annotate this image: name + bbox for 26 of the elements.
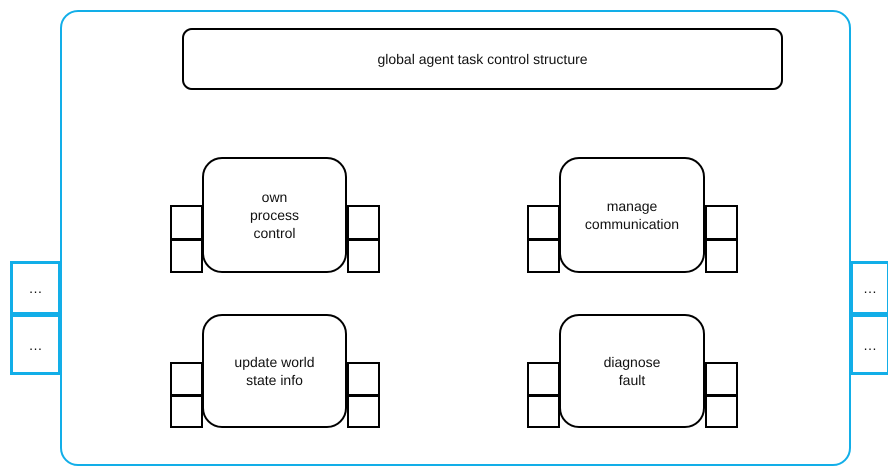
interface-box: [347, 205, 380, 240]
interface-box: [170, 205, 203, 240]
interface-box: …: [10, 261, 61, 315]
interface-box: [170, 362, 203, 396]
interface-box: [705, 395, 738, 428]
interface-box: [170, 395, 203, 428]
interface-box: …: [10, 314, 61, 375]
component-box: update world state info: [202, 314, 347, 428]
interface-box: [705, 239, 738, 273]
component-box: own process control: [202, 157, 347, 273]
interface-box: [170, 239, 203, 273]
interface-box: [527, 239, 560, 273]
interface-box: [347, 395, 380, 428]
component-frame: [60, 10, 851, 466]
interface-box: [527, 395, 560, 428]
component-box: manage communication: [559, 157, 705, 273]
component-box: diagnose fault: [559, 314, 705, 428]
component-box: global agent task control structure: [182, 28, 783, 90]
interface-box: …: [850, 314, 888, 375]
interface-box: [527, 205, 560, 240]
interface-box: [347, 362, 380, 396]
interface-box: [705, 205, 738, 240]
interface-box: [527, 362, 560, 396]
interface-box: [347, 239, 380, 273]
interface-box: [705, 362, 738, 396]
interface-box: …: [850, 261, 888, 315]
